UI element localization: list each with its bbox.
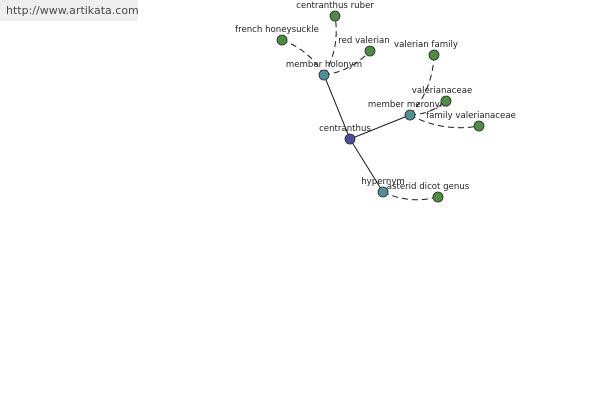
node-label-member-meronym[interactable]: member meronym (368, 100, 448, 110)
node-dot-asterid-dicot-genus[interactable] (432, 191, 444, 203)
node-dot-member-meronym[interactable] (404, 109, 416, 121)
nodes-layer: centranthus member holonym member meronym h… (235, 1, 516, 203)
node-dot-valerianaceae[interactable] (440, 95, 452, 107)
node-asterid-dicot-genus[interactable]: asterid dicot genus (387, 182, 470, 203)
source-url-link[interactable]: http://www.artikata.com (0, 0, 139, 21)
edge-centranthus-to-member-holonym (323, 74, 351, 140)
node-dot-member-holonym[interactable] (318, 69, 330, 81)
node-dot-centranthus[interactable] (344, 133, 356, 145)
node-label-member-holonym[interactable]: member holonym (286, 60, 362, 70)
edge-member-meronym-to-family-valerianaceae (409, 114, 480, 129)
node-dot-valerian-family[interactable] (428, 49, 440, 61)
node-centranthus[interactable]: centranthus (319, 124, 371, 145)
node-dot-centranthus-ruber[interactable] (329, 10, 341, 22)
node-label-family-valerianaceae[interactable]: family valerianaceae (426, 111, 516, 121)
node-french-honeysuckle[interactable]: french honeysuckle (235, 25, 319, 46)
node-dot-family-valerianaceae[interactable] (473, 120, 485, 132)
node-dot-french-honeysuckle[interactable] (276, 34, 288, 46)
node-centranthus-ruber[interactable]: centranthus ruber (296, 1, 374, 22)
node-dot-hypernym[interactable] (377, 186, 389, 198)
node-label-valerianaceae[interactable]: valerianaceae (412, 86, 473, 96)
edge-centranthus-to-hypernym (349, 138, 384, 193)
node-valerianaceae[interactable]: valerianaceae (412, 86, 473, 107)
node-hypernym[interactable]: hypernym (361, 177, 405, 198)
node-label-asterid-dicot-genus[interactable]: asterid dicot genus (387, 182, 470, 192)
node-family-valerianaceae[interactable]: family valerianaceae (426, 111, 516, 132)
node-label-hypernym[interactable]: hypernym (361, 177, 405, 187)
node-label-centranthus[interactable]: centranthus (319, 124, 371, 134)
node-label-french-honeysuckle[interactable]: french honeysuckle (235, 25, 319, 35)
edge-member-meronym-to-valerian-family (409, 54, 435, 116)
edge-centranthus-to-member-meronym (349, 114, 411, 140)
node-dot-red-valerian[interactable] (364, 45, 376, 57)
node-label-centranthus-ruber[interactable]: centranthus ruber (296, 1, 374, 11)
node-label-red-valerian[interactable]: red valerian (338, 36, 389, 46)
node-red-valerian[interactable]: red valerian (338, 36, 390, 57)
node-member-meronym[interactable]: member meronym (368, 100, 448, 121)
node-member-holonym[interactable]: member holonym (286, 60, 362, 81)
edge-hypernym-to-asterid-dicot-genus (382, 191, 439, 201)
node-label-valerian-family[interactable]: valerian family (394, 40, 458, 50)
node-valerian-family[interactable]: valerian family (394, 40, 458, 61)
